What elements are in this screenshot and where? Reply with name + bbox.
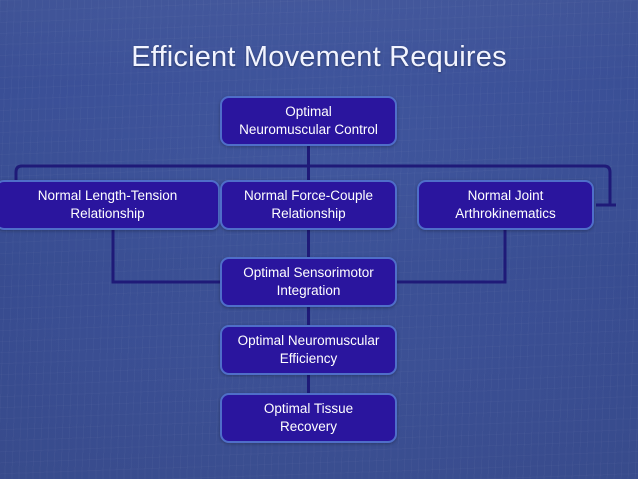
node-line-2: Recovery bbox=[279, 419, 338, 434]
node-line-2: Efficiency bbox=[279, 351, 338, 366]
node-optimal-neuromuscular-efficiency[interactable]: Optimal Neuromuscular Efficiency bbox=[220, 325, 397, 375]
node-normal-length-tension-relationship[interactable]: Normal Length-Tension Relationship bbox=[0, 180, 220, 230]
node-normal-force-couple-relationship[interactable]: Normal Force-Couple Relationship bbox=[220, 180, 397, 230]
page-title: Efficient Movement Requires bbox=[131, 41, 507, 73]
node-line-1: Optimal Sensorimotor bbox=[243, 265, 374, 280]
node-line-2: Relationship bbox=[271, 206, 346, 221]
node-line-1: Normal Joint bbox=[467, 188, 544, 203]
node-line-1: Normal Force-Couple bbox=[243, 188, 374, 203]
node-line-2: Neuromuscular Control bbox=[239, 122, 378, 137]
edge-length-tension-to-sensorimotor bbox=[111, 230, 220, 284]
edge-joint-to-sensorimotor bbox=[397, 230, 507, 284]
node-line-1: Optimal Neuromuscular bbox=[237, 333, 380, 348]
edge-bus-horizontal bbox=[14, 164, 612, 205]
node-line-1: Normal Length-Tension bbox=[37, 188, 178, 203]
node-optimal-sensorimotor-integration[interactable]: Optimal Sensorimotor Integration bbox=[220, 257, 397, 307]
node-line-1: Optimal bbox=[285, 104, 332, 119]
node-optimal-neuromuscular-control[interactable]: Optimal Neuromuscular Control bbox=[220, 96, 397, 146]
node-line-1: Optimal Tissue bbox=[263, 401, 354, 416]
node-line-2: Integration bbox=[276, 283, 341, 298]
node-line-2: Arthrokinematics bbox=[455, 206, 556, 221]
node-optimal-tissue-recovery[interactable]: Optimal Tissue Recovery bbox=[220, 393, 397, 443]
node-line-2: Relationship bbox=[70, 206, 145, 221]
node-normal-joint-arthrokinematics[interactable]: Normal Joint Arthrokinematics bbox=[417, 180, 594, 230]
